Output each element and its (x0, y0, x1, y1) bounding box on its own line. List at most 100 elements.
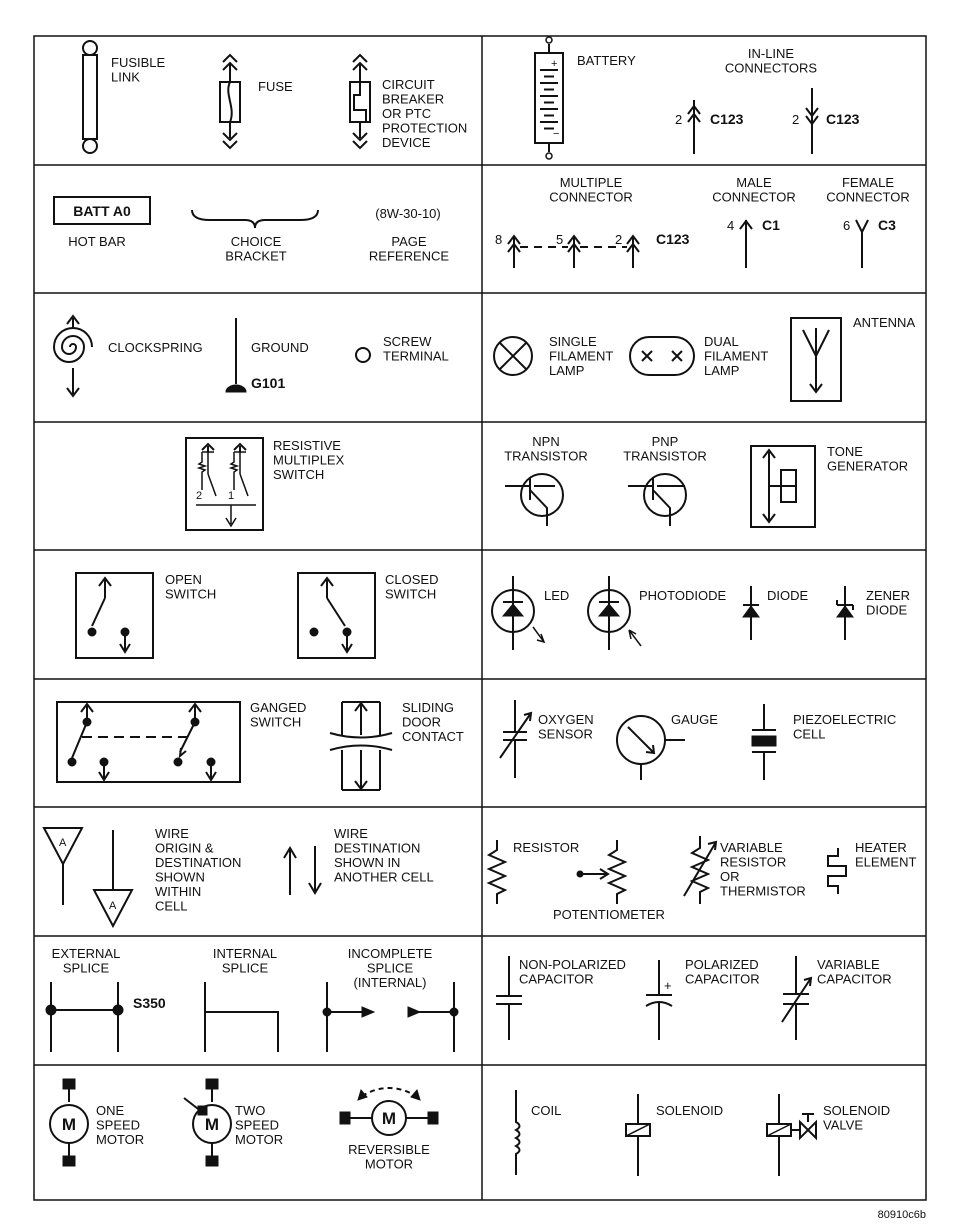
gauge-symbol (616, 715, 685, 780)
wire-origin-destination-within-symbol (42, 827, 134, 929)
motor-letter: M (62, 1115, 76, 1134)
female-connector-tag: C3 (878, 217, 896, 233)
single-filament-lamp-symbol (493, 336, 533, 376)
variable-capacitor-symbol (781, 956, 813, 1040)
solenoid-symbol (625, 1094, 651, 1176)
label-line: RESISTOR (513, 840, 579, 855)
label-line: HOT BAR (68, 234, 126, 249)
label-line: TERMINAL (383, 349, 449, 364)
male-connector-symbol (739, 219, 753, 268)
battery-symbol (534, 36, 564, 160)
label-line: FILAMENT (549, 349, 613, 364)
label-line: CONNECTOR (549, 190, 633, 205)
led-label: LED (544, 588, 569, 603)
label-line: RESISTIVE (273, 438, 341, 453)
label-line: PIEZOELECTRIC (793, 712, 896, 727)
dual-filament-lamp-symbol (629, 336, 695, 376)
label-line: OR PTC (382, 106, 431, 121)
label-line: BRACKET (225, 249, 286, 264)
polarized-capacitor-plus: + (664, 978, 672, 993)
label-line: SCREW (383, 334, 432, 349)
external-splice-tag: S350 (133, 995, 166, 1011)
label-line: LED (544, 588, 569, 603)
wire-destination-other-cell-symbol (283, 846, 322, 895)
label-line: CHOICE (231, 234, 282, 249)
battery-label: BATTERY (577, 53, 636, 68)
label-line: CAPACITOR (817, 972, 892, 987)
label-line: CIRCUIT (382, 77, 435, 92)
resistor-label: RESISTOR (513, 840, 579, 855)
label-line: NON-POLARIZED (519, 957, 626, 972)
label-line: THERMISTOR (720, 884, 806, 899)
label-line: SHOWN IN (334, 855, 400, 870)
label-line: RESISTOR (720, 855, 786, 870)
label-line: CONNECTOR (712, 190, 796, 205)
oxygen-sensor-symbol (499, 700, 533, 778)
tone-generator-symbol (750, 445, 816, 528)
label-line: HEATER (855, 840, 907, 855)
label-line: MULTIPLE (560, 175, 623, 190)
label-line: GROUND (251, 340, 309, 355)
label-line: SPEED (96, 1118, 140, 1133)
label-line: VALVE (823, 1118, 863, 1133)
label-line: CONNECTOR (826, 190, 910, 205)
incomplete-splice-symbol (322, 982, 459, 1052)
motor-letter: M (382, 1109, 396, 1128)
solenoid-label: SOLENOID (656, 1103, 723, 1118)
inline-connector-tag: C123 (826, 111, 860, 127)
multiple-pin-number: 5 (556, 232, 563, 247)
open-switch-symbol (75, 572, 154, 659)
fusible-link-symbol (82, 40, 98, 154)
label-line: CELL (793, 727, 826, 742)
clockspring-symbol (52, 314, 93, 398)
piezoelectric-cell-symbol (751, 704, 777, 780)
label-line: ORIGIN & (155, 841, 214, 856)
inline-connector-male-symbol (687, 100, 701, 154)
variable-resistor-symbol (683, 836, 718, 904)
label-line: GAUGE (671, 712, 718, 727)
label-line: MULTIPLEX (273, 453, 345, 468)
label-line: ZENER (866, 588, 910, 603)
label-line: FEMALE (842, 175, 894, 190)
two-speed-motor-symbol (183, 1078, 232, 1167)
one-speed-motor-symbol (49, 1078, 89, 1167)
choice-bracket-symbol (191, 209, 319, 229)
label-line: SWITCH (385, 587, 436, 602)
grid-outer-border (33, 35, 927, 1201)
inline-pin-number: 2 (792, 112, 799, 127)
motor-letter: M (205, 1115, 219, 1134)
label-line: DESTINATION (155, 855, 241, 870)
wire-ref-letter: A (59, 837, 67, 849)
label-line: SLIDING (402, 700, 454, 715)
label-line: SWITCH (273, 467, 324, 482)
hot-bar-tag: BATT A0 (73, 203, 131, 219)
hot-bar-box (53, 196, 151, 225)
label-line: LAMP (549, 363, 584, 378)
hot-bar-label: HOT BAR (68, 234, 126, 249)
label-line: VARIABLE (720, 840, 783, 855)
inline-connector-female-symbol (805, 88, 819, 154)
fuse-symbol (219, 53, 241, 150)
inline-pin-number: 2 (675, 112, 682, 127)
photodiode-label: PHOTODIODE (639, 588, 726, 603)
label-line: SINGLE (549, 334, 597, 349)
switch-position-number: 1 (228, 490, 234, 502)
non-polarized-capacitor-symbol (496, 956, 522, 1040)
wire-ref-letter: A (109, 900, 117, 912)
internal-splice-symbol (204, 982, 279, 1052)
figure-code: 80910c6b (878, 1209, 926, 1221)
zener-diode-symbol (836, 586, 854, 640)
